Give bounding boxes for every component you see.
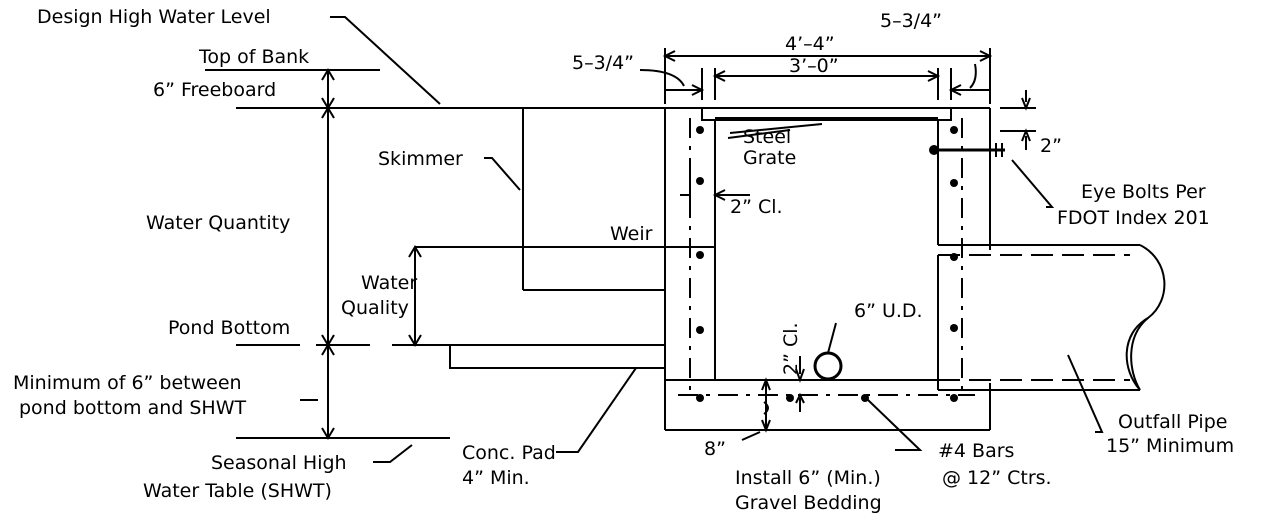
dim-inner-label: 3’–0”	[789, 55, 839, 77]
gravel-bedding-label-2: Gravel Bedding	[735, 492, 882, 514]
shwt-label-2: Water Table (SHWT)	[143, 480, 332, 502]
rebar-lines	[678, 118, 975, 396]
shwt-label-1: Seasonal High	[211, 452, 347, 474]
water-quality-dimension	[408, 245, 715, 347]
outfall-label-2: 15” Minimum	[1106, 435, 1234, 457]
min-6-between-label-2: pond bottom and SHWT	[19, 397, 247, 419]
top-of-bank-label: Top of Bank	[198, 46, 309, 68]
eye-bolts-label-1: Eye Bolts Per	[1081, 181, 1206, 203]
conc-pad-label-2: 4” Min.	[462, 467, 530, 489]
underdrain-pipe	[813, 351, 843, 381]
underdrain-label: 6” U.D.	[854, 300, 923, 322]
left-vertical-dimension	[316, 68, 340, 440]
leader-lines	[300, 16, 1104, 463]
freeboard-label: 6” Freeboard	[153, 79, 276, 101]
top-dimensions	[639, 48, 993, 104]
outfall-label-1: Outfall Pipe	[1118, 411, 1227, 433]
wall-clear-dimension	[680, 176, 750, 210]
eye-bolts-label-2: FDOT Index 201	[1057, 207, 1210, 229]
eye-bolt	[929, 143, 1005, 157]
dim-2in-clear-bottom-label: 2” Cl.	[780, 322, 802, 375]
right-2in-dimension	[1000, 90, 1036, 150]
min-6-between-label-1: Minimum of 6” between	[13, 372, 242, 394]
level-lines	[205, 69, 665, 439]
bottom-clear-dimension	[795, 356, 805, 412]
weir-label: Weir	[610, 223, 653, 245]
labels: Design High Water Level Top of Bank 6” F…	[13, 6, 1234, 514]
concrete-pad	[449, 344, 665, 369]
structure-box	[664, 107, 991, 431]
slab-8in-dimension	[741, 377, 771, 441]
steel-grate-label-2: Grate	[743, 147, 796, 169]
dim-right-label: 5–3/4”	[880, 10, 942, 32]
conc-pad-label-1: Conc. Pad	[462, 442, 556, 464]
skimmer-label: Skimmer	[378, 148, 463, 170]
skimmer	[522, 108, 665, 291]
outfall-pipe	[938, 244, 1166, 391]
design-high-water-label: Design High Water Level	[37, 6, 271, 28]
gravel-bedding-label-1: Install 6” (Min.)	[735, 467, 881, 489]
bars-label-1: #4 Bars	[938, 440, 1014, 462]
bars-label-2: @ 12” Ctrs.	[942, 467, 1052, 489]
dim-overall-label: 4’–4”	[785, 33, 835, 55]
dim-8in-label: 8”	[704, 438, 726, 460]
dim-left-label: 5–3/4”	[572, 52, 634, 74]
water-quality-label-2: Quality	[341, 297, 409, 319]
water-quality-label-1: Water	[361, 272, 417, 294]
steel-grate-label-1: Steel	[743, 126, 791, 148]
water-quantity-label: Water Quantity	[146, 212, 290, 234]
rebar-dots	[696, 126, 958, 402]
dim-2in-label: 2”	[1040, 135, 1062, 157]
pond-bottom-label: Pond Bottom	[168, 317, 290, 339]
dim-2in-clear-label: 2” Cl.	[730, 196, 783, 218]
